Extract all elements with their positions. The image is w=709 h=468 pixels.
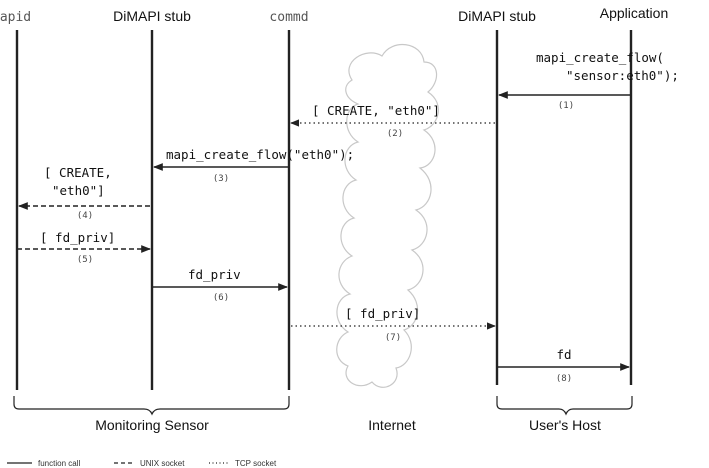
participant-commd: commd [269, 10, 308, 25]
message-6-label: fd_priv [188, 267, 241, 282]
message-6-number: (6) [213, 293, 229, 303]
message-7-label: [ fd_priv] [345, 306, 420, 321]
legend-tcp-socket-label: TCP socket [235, 459, 277, 468]
message-1-number: (1) [558, 101, 574, 111]
message-8-number: (8) [556, 374, 572, 384]
message-5-number: (5) [77, 255, 93, 265]
legend-function-call-label: function call [38, 459, 80, 468]
internet-cloud [336, 43, 439, 388]
message-2-number: (2) [387, 129, 403, 139]
message-4-label-line2: "eth0"] [52, 183, 105, 198]
message-7-number: (7) [385, 333, 401, 343]
participant-application: Application [600, 5, 669, 21]
brace-users-host [496, 396, 633, 416]
participant-sensor-stub: DiMAPI stub [113, 8, 191, 24]
message-1-label-line2: "sensor:eth0"); [566, 68, 679, 83]
message-3-number: (3) [213, 174, 229, 184]
group-label-users-host: User's Host [529, 417, 601, 433]
message-1: mapi_create_flow( "sensor:eth0"); (1) [498, 50, 679, 111]
message-7: [ fd_priv] (7) [291, 306, 496, 343]
message-5: [ fd_priv] (5) [17, 230, 151, 265]
participant-mapid: mapid [0, 10, 31, 25]
group-label-monitoring-sensor: Monitoring Sensor [95, 417, 209, 433]
message-3-label: mapi_create_flow("eth0"); [166, 147, 354, 162]
brace-monitoring-sensor [13, 396, 290, 416]
message-2: [ CREATE, "eth0"] (2) [290, 103, 495, 139]
message-8: fd (8) [497, 347, 630, 384]
legend: function call UNIX socket TCP socket [7, 459, 277, 468]
participant-host-stub: DiMAPI stub [458, 8, 536, 24]
lifelines [15, 30, 633, 390]
message-1-label-line1: mapi_create_flow( [536, 50, 664, 65]
group-braces [13, 396, 633, 416]
message-4-number: (4) [77, 211, 93, 221]
message-4: [ CREATE, "eth0"] (4) [18, 165, 150, 221]
message-4-label-line1: [ CREATE, [44, 165, 112, 180]
message-2-label: [ CREATE, "eth0"] [312, 103, 440, 118]
message-3: mapi_create_flow("eth0"); (3) [153, 147, 354, 184]
message-6: fd_priv (6) [152, 267, 288, 303]
group-label-internet: Internet [368, 417, 416, 433]
message-8-label: fd [556, 347, 571, 362]
message-5-label: [ fd_priv] [40, 230, 115, 245]
legend-unix-socket-label: UNIX socket [140, 459, 185, 468]
